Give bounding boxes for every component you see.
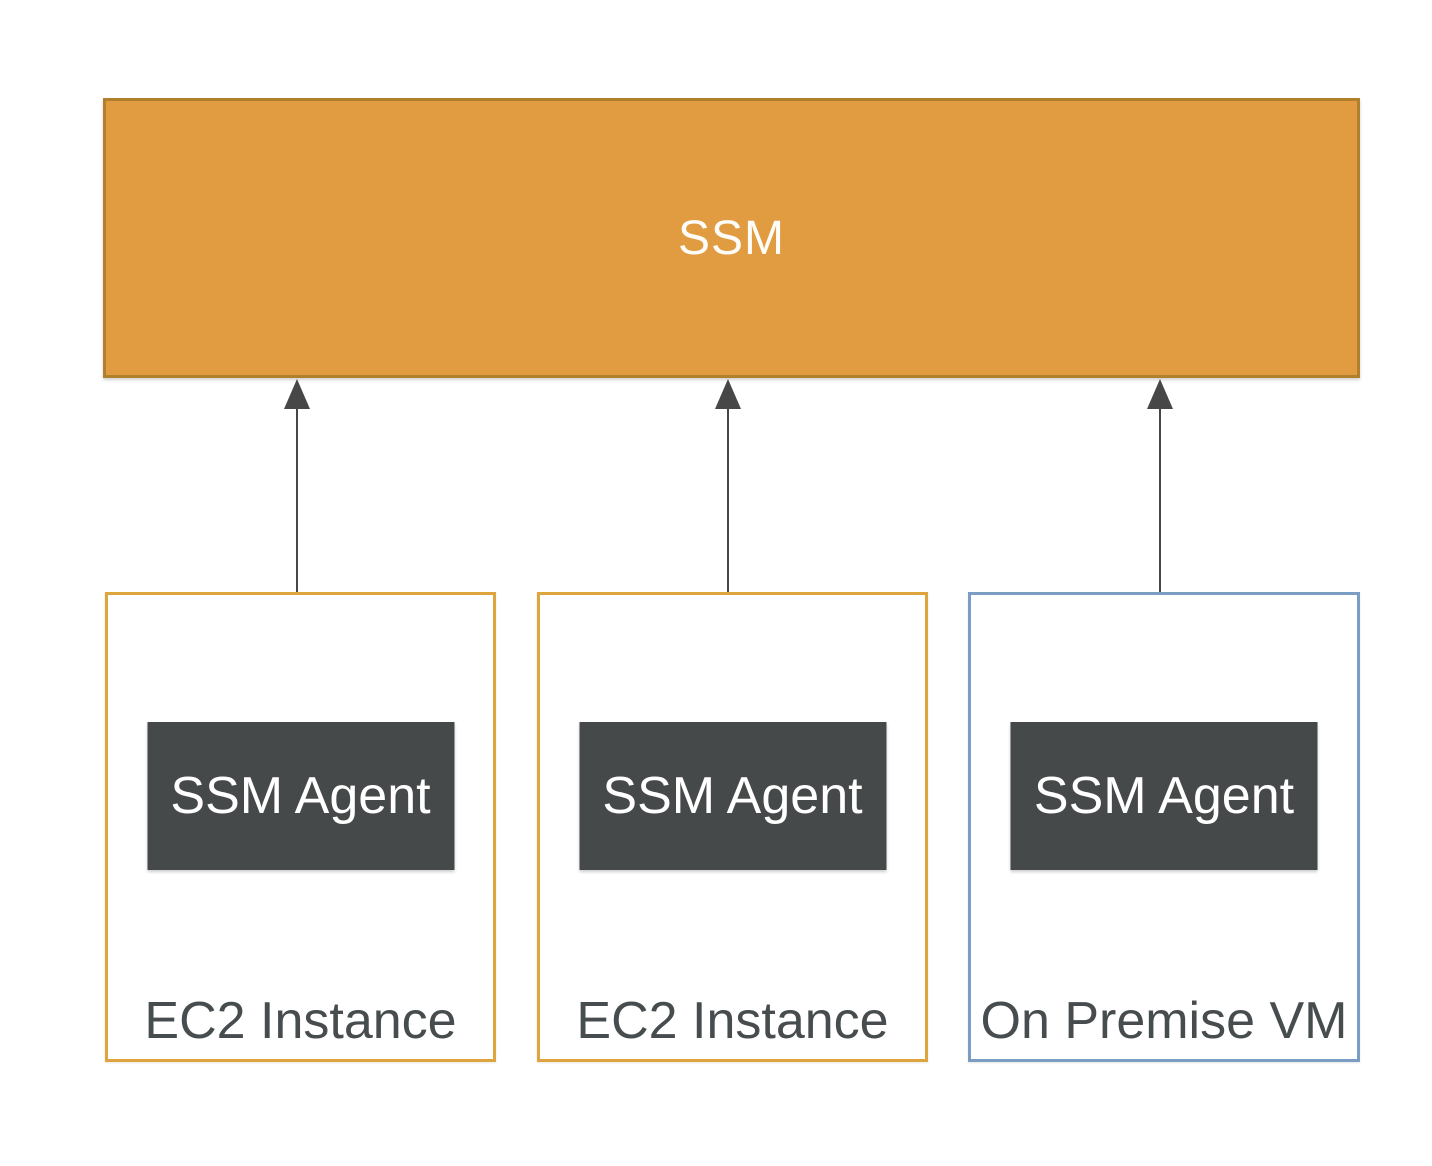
ssm-service-label: SSM bbox=[677, 211, 785, 265]
arrow-up-icon bbox=[715, 379, 741, 409]
ssm-agent-box: SSM Agent bbox=[147, 722, 454, 870]
node-label: EC2 Instance bbox=[144, 992, 457, 1050]
ssm-agent-box: SSM Agent bbox=[579, 722, 886, 870]
node-ec2-instance-1: SSM Agent EC2 Instance bbox=[105, 592, 496, 1062]
node-ec2-instance-2: SSM Agent EC2 Instance bbox=[537, 592, 928, 1062]
node-on-premise-vm: SSM Agent On Premise VM bbox=[968, 592, 1360, 1062]
ssm-agent-label: SSM Agent bbox=[170, 767, 431, 825]
node-label: On Premise VM bbox=[980, 992, 1348, 1050]
node-label: EC2 Instance bbox=[576, 992, 889, 1050]
ssm-service-box: SSM bbox=[103, 98, 1360, 378]
ssm-agent-box: SSM Agent bbox=[1010, 722, 1318, 870]
arrow-up-icon bbox=[284, 379, 310, 409]
ssm-agent-label: SSM Agent bbox=[602, 767, 863, 825]
arrow-up-icon bbox=[1147, 379, 1173, 409]
ssm-agent-label: SSM Agent bbox=[1033, 767, 1295, 825]
arrow-line bbox=[1159, 407, 1161, 722]
arrow-line bbox=[296, 407, 298, 722]
arrow-line bbox=[727, 407, 729, 722]
